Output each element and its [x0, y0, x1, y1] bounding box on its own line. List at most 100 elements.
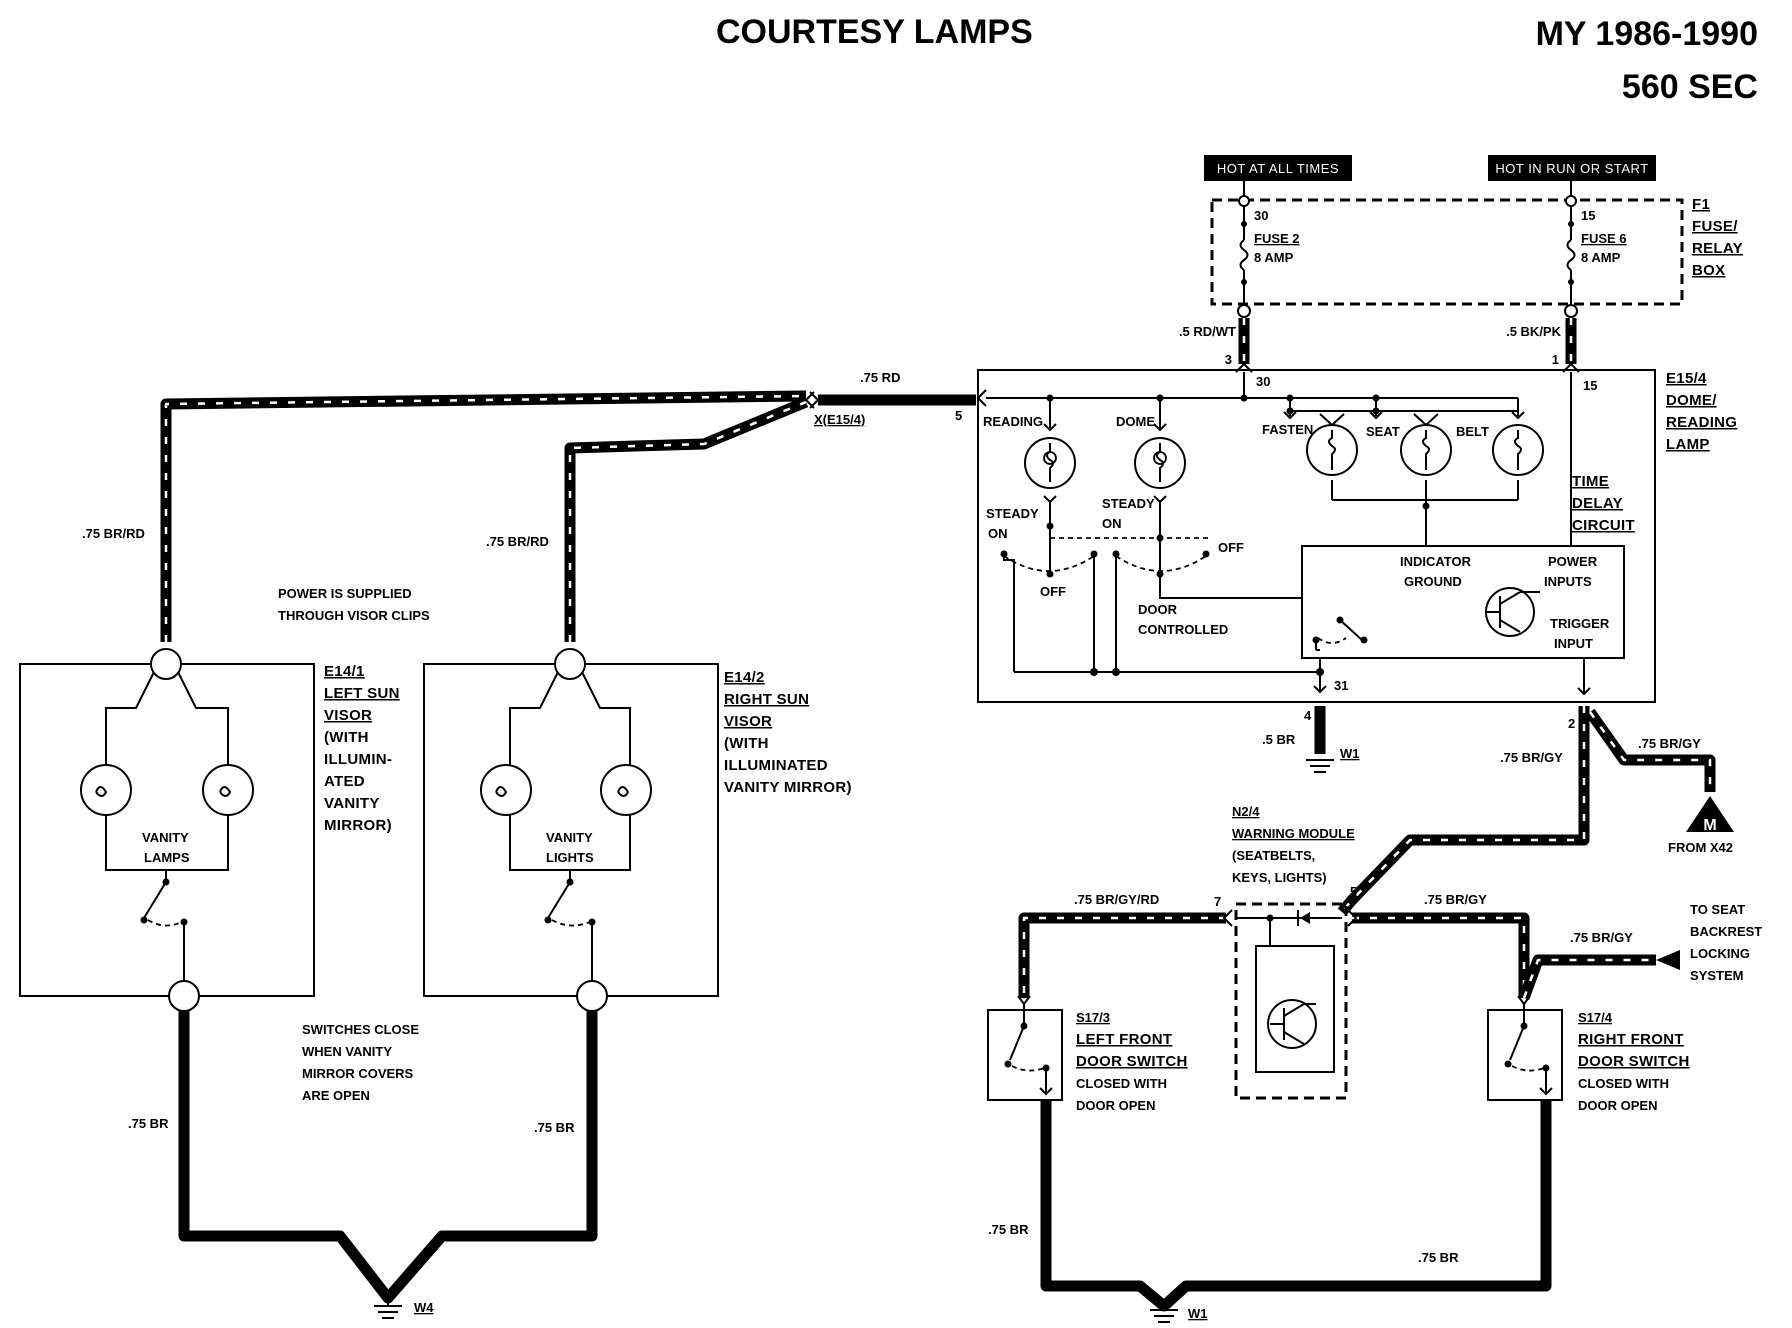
left-door-name-2: DOOR SWITCH	[1076, 1053, 1188, 1070]
wire-br-rd-right-label: .75 BR/RD	[486, 534, 549, 549]
pin-2-label: 2	[1568, 716, 1575, 731]
fuse-box-name-3: BOX	[1692, 262, 1725, 279]
right-vanity-label-2: LIGHTS	[546, 850, 594, 865]
diagram-title: COURTESY LAMPS	[716, 13, 1033, 51]
belt-label: BELT	[1456, 424, 1489, 439]
left-visor-desc-2: ILLUMIN-	[324, 751, 392, 768]
left-visor-id: E14/1	[324, 663, 365, 680]
wire-br-gy-seat: .75 BR/GY TO SEAT BACKREST LOCKING SYSTE…	[1518, 902, 1762, 1000]
dome-lamp-name-1: DOME/	[1666, 392, 1717, 409]
input-label: INPUT	[1554, 636, 1593, 651]
steady-right-label: STEADY	[1102, 496, 1155, 511]
ground-w4-label: W4	[414, 1300, 434, 1315]
wire-75-rd-label: .75 RD	[860, 370, 900, 385]
wire-bk-pk: .5 BK/PK 1	[1506, 318, 1577, 367]
hot-at-all-times-label: HOT AT ALL TIMES	[1217, 161, 1339, 176]
terminal-15-label: 15	[1583, 378, 1597, 393]
fuse-box-name-2: RELAY	[1692, 240, 1743, 257]
fuse-2: 30 FUSE 2 8 AMP	[1237, 181, 1300, 318]
wire-br-rd-left: .75 BR/RD	[82, 390, 807, 642]
right-front-door-switch: S17/4 RIGHT FRONT DOOR SWITCH CLOSED WIT…	[1487, 995, 1690, 1113]
seat-label: SEAT	[1366, 424, 1400, 439]
warning-module-id: N2/4	[1232, 804, 1260, 819]
warning-module-desc-1: (SEATBELTS,	[1232, 848, 1315, 863]
dome-label: DOME	[1116, 414, 1155, 429]
right-door-desc-1: CLOSED WITH	[1578, 1076, 1669, 1091]
left-visor-desc-5: MIRROR)	[324, 817, 392, 834]
right-door-id: S17/4	[1578, 1010, 1613, 1025]
right-visor-desc-1: (WITH	[724, 735, 769, 752]
on-left-label: ON	[988, 526, 1008, 541]
wire-rd-wt-label: .5 RD/WT	[1179, 324, 1236, 339]
wire-br-gy-rd-label: .75 BR/GY/RD	[1074, 892, 1159, 907]
power-label: POWER	[1548, 554, 1598, 569]
wire-bottom-br-label: .75 BR	[1418, 1250, 1459, 1265]
ground-label: GROUND	[1404, 574, 1462, 589]
left-front-door-switch: S17/3 LEFT FRONT DOOR SWITCH CLOSED WITH…	[987, 995, 1188, 1113]
seat-backrest-label-4: SYSTEM	[1690, 968, 1743, 983]
inputs-label: INPUTS	[1544, 574, 1592, 589]
wire-right-visor-br-label: .75 BR	[534, 1120, 575, 1135]
dome-lamp-name-2: READING	[1666, 414, 1737, 431]
ground-w1-top-label: W1	[1340, 746, 1360, 761]
fuse-6: 15 FUSE 6 8 AMP	[1564, 181, 1627, 318]
wire-br-gy-dome-label: .75 BR/GY	[1500, 750, 1563, 765]
fuse-6-name: FUSE 6	[1581, 231, 1627, 246]
right-door-name-1: RIGHT FRONT	[1578, 1031, 1684, 1048]
left-door-name-1: LEFT FRONT	[1076, 1031, 1172, 1048]
fasten-label: FASTEN	[1262, 422, 1313, 437]
left-visor-desc-3: ATED	[324, 773, 365, 790]
fuse-box-id: F1	[1692, 196, 1710, 213]
warning-module-desc-2: KEYS, LIGHTS)	[1232, 870, 1327, 885]
ground-w1-bottom-label: W1	[1188, 1306, 1208, 1321]
fuse-6-rating: 8 AMP	[1581, 250, 1621, 265]
fuse-box-name-1: FUSE/	[1692, 218, 1738, 235]
model-year: MY 1986-1990	[1536, 15, 1758, 53]
left-door-desc-1: CLOSED WITH	[1076, 1076, 1167, 1091]
wire-br-gy-seat-label: .75 BR/GY	[1570, 930, 1633, 945]
note-visor-switch-4: ARE OPEN	[302, 1088, 370, 1103]
power-source-always: HOT AT ALL TIMES	[1204, 155, 1352, 181]
note-visor-switch-2: WHEN VANITY	[302, 1044, 392, 1059]
pin-5-label: 5	[1350, 884, 1357, 899]
note-visor-switch-1: SWITCHES CLOSE	[302, 1022, 419, 1037]
wire-door-ground: .75 BR .75 BR W1	[988, 1100, 1552, 1323]
hot-in-run-label: HOT IN RUN OR START	[1495, 161, 1648, 176]
x42-label: FROM X42	[1668, 840, 1733, 855]
power-source-run-start: HOT IN RUN OR START	[1488, 155, 1656, 181]
right-visor-desc-2: ILLUMINATED	[724, 757, 828, 774]
off-left-label: OFF	[1040, 584, 1066, 599]
left-vanity-label-1: VANITY	[142, 830, 189, 845]
wire-br-gy-module-label: .75 BR/GY	[1424, 892, 1487, 907]
on-right-label: ON	[1102, 516, 1122, 531]
fuse-2-terminal: 30	[1254, 208, 1268, 223]
pin-1-label: 1	[1552, 352, 1559, 367]
dome-reading-lamp: E15/4 DOME/ READING LAMP 30 15 READING	[976, 362, 1737, 703]
wire-br-rd-left-label: .75 BR/RD	[82, 526, 145, 541]
connector-label: X(E15/4)	[814, 412, 865, 427]
time-delay-label-1: TIME	[1572, 473, 1609, 490]
off-right-label: OFF	[1218, 540, 1244, 555]
right-door-name-2: DOOR SWITCH	[1578, 1053, 1690, 1070]
wire-left-door-br-label: .75 BR	[988, 1222, 1029, 1237]
wire-left-visor-br-label: .75 BR	[128, 1116, 169, 1131]
wire-br-gy-x42-label: .75 BR/GY	[1638, 736, 1701, 751]
seat-backrest-label-2: BACKREST	[1690, 924, 1762, 939]
reading-label: READING	[983, 414, 1043, 429]
connector-x-e15-4: .75 RD X(E15/4) 5	[804, 370, 976, 427]
warning-module: N2/4 WARNING MODULE (SEATBELTS, KEYS, LI…	[1214, 804, 1357, 1100]
wire-br-rd-right: .75 BR/RD	[486, 396, 809, 642]
note-visor-power-1: POWER IS SUPPLIED	[278, 586, 412, 601]
time-delay-label-2: DELAY	[1572, 495, 1623, 512]
model-name: 560 SEC	[1622, 68, 1758, 106]
left-visor-desc-1: (WITH	[324, 729, 369, 746]
right-door-desc-2: DOOR OPEN	[1578, 1098, 1657, 1113]
note-visor-switch-3: MIRROR COVERS	[302, 1066, 414, 1081]
wire-bk-pk-label: .5 BK/PK	[1506, 324, 1562, 339]
dome-lamp-id: E15/4	[1666, 370, 1707, 387]
left-door-id: S17/3	[1076, 1010, 1110, 1025]
connector-pin-5: 5	[955, 408, 962, 423]
right-visor-name-1: RIGHT SUN	[724, 691, 809, 708]
fuse-2-name: FUSE 2	[1254, 231, 1300, 246]
